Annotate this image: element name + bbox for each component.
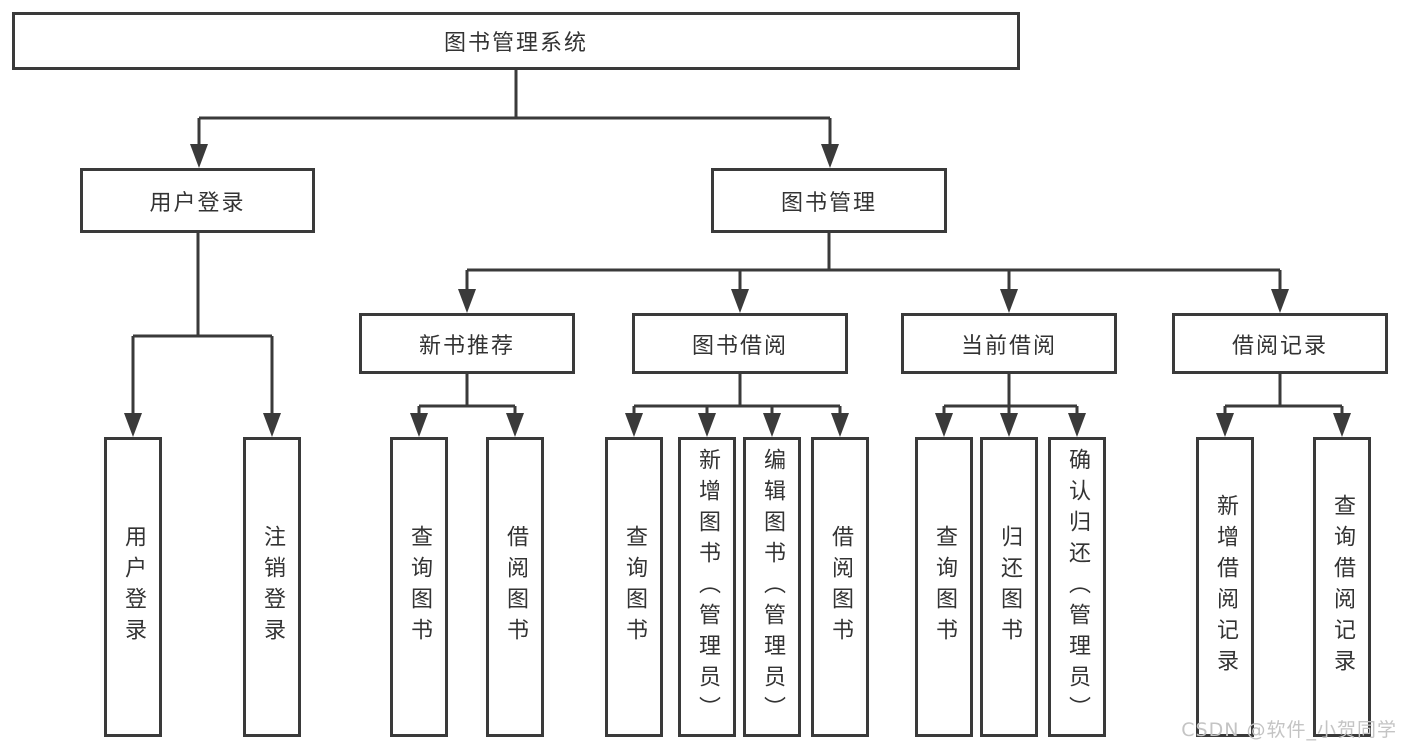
- node-label: 借阅记录: [1231, 333, 1328, 359]
- node-current-borrowing: 当前借阅: [901, 313, 1117, 374]
- node-label: 归还图书: [997, 525, 1022, 649]
- node-label: 新增图书（管理员）: [695, 447, 720, 727]
- node-book-borrowing: 图书借阅: [632, 313, 848, 374]
- leaf-query-books-borrowing: 查询图书: [605, 437, 663, 737]
- node-label: 借阅图书: [503, 525, 528, 649]
- leaf-return-books: 归还图书: [980, 437, 1038, 737]
- leaf-confirm-return-admin: 确认归还（管理员）: [1048, 437, 1106, 737]
- node-label: 用户登录: [121, 525, 146, 649]
- node-label: 图书借阅: [691, 333, 788, 359]
- leaf-add-books-admin: 新增图书（管理员）: [678, 437, 736, 737]
- leaf-query-books-current: 查询图书: [915, 437, 973, 737]
- leaf-query-books-recommend: 查询图书: [390, 437, 448, 737]
- leaf-edit-books-admin: 编辑图书（管理员）: [743, 437, 801, 737]
- node-label: 新增借阅记录: [1213, 494, 1238, 680]
- node-label: 新书推荐: [418, 333, 515, 359]
- csdn-watermark: CSDN @软件_小贺同学: [1181, 719, 1397, 741]
- leaf-logout-login: 注销登录: [243, 437, 301, 737]
- node-label: 用户登录: [149, 190, 246, 216]
- node-label: 查询图书: [622, 525, 647, 649]
- node-label: 图书管理系统: [443, 31, 588, 56]
- node-label: 查询借阅记录: [1330, 494, 1355, 680]
- node-label: 查询图书: [932, 525, 957, 649]
- node-library-management-system: 图书管理系统: [12, 12, 1020, 70]
- leaf-query-borrow-record: 查询借阅记录: [1313, 437, 1371, 737]
- connector-path: [133, 70, 1342, 408]
- node-user-login: 用户登录: [80, 168, 315, 233]
- leaf-borrow-books-recommend: 借阅图书: [486, 437, 544, 737]
- node-label: 图书管理: [780, 190, 877, 216]
- node-label: 编辑图书（管理员）: [760, 447, 785, 727]
- node-label: 当前借阅: [960, 333, 1057, 359]
- node-label: 借阅图书: [828, 525, 853, 649]
- leaf-add-borrow-record: 新增借阅记录: [1196, 437, 1254, 737]
- node-book-management: 图书管理: [711, 168, 947, 233]
- node-label: 查询图书: [407, 525, 432, 649]
- node-label: 确认归还（管理员）: [1065, 447, 1090, 727]
- node-label: 注销登录: [260, 525, 285, 649]
- node-new-book-recommendation: 新书推荐: [359, 313, 575, 374]
- node-borrowing-records: 借阅记录: [1172, 313, 1388, 374]
- leaf-user-login: 用户登录: [104, 437, 162, 737]
- leaf-borrow-books: 借阅图书: [811, 437, 869, 737]
